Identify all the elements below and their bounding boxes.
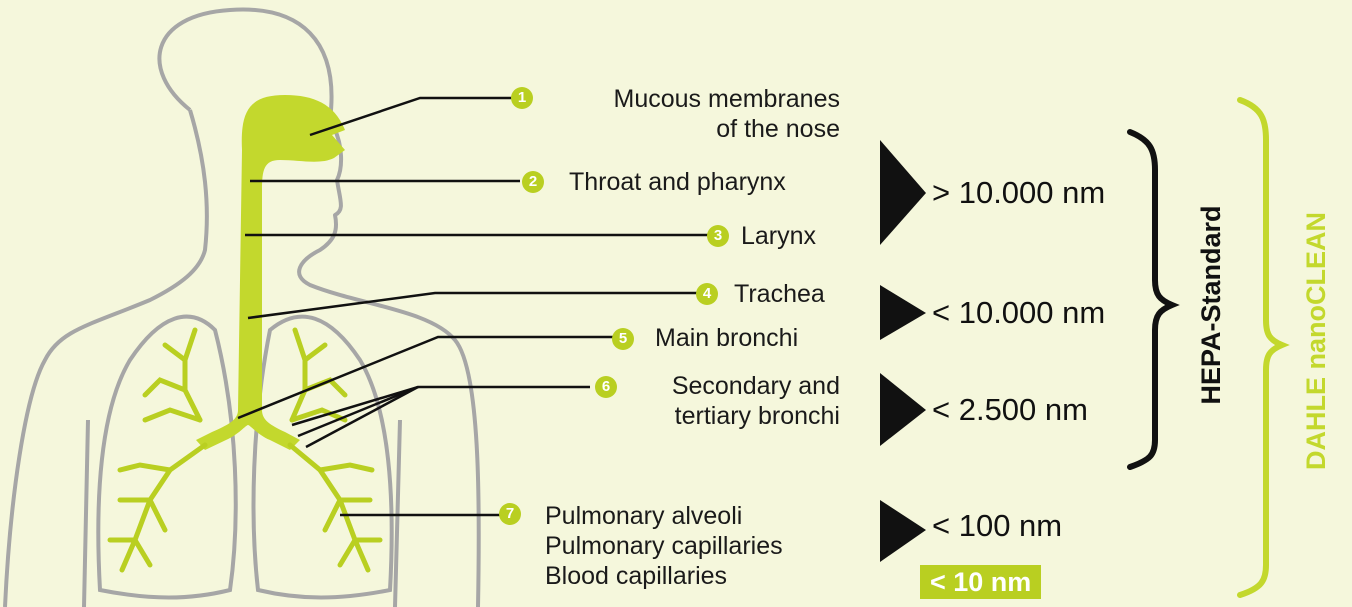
label-nose-line-2: of the nose: [540, 114, 840, 144]
label-bronchi-line-1: Secondary and: [540, 371, 840, 401]
size-arrows: [880, 140, 926, 562]
dahle-bracket: [1240, 100, 1282, 595]
label-number-1: 1: [511, 87, 533, 109]
label-number-2: 2: [522, 171, 544, 193]
arrow-3: [880, 373, 926, 446]
label-number-5: 5: [612, 328, 634, 350]
label-bronchi-line-2: tertiary bronchi: [540, 401, 840, 431]
label-number-3: 3: [707, 225, 729, 247]
size-label-2: < 10.000 nm: [932, 295, 1105, 331]
airway: [196, 95, 345, 450]
bronchi-left: [110, 330, 205, 570]
arrow-1: [880, 140, 926, 245]
size-label-4: < 100 nm: [932, 508, 1062, 544]
label-number-7: 7: [499, 503, 521, 525]
right-lung: [254, 317, 392, 598]
label-trachea: Trachea: [734, 279, 825, 309]
label-throat: Throat and pharynx: [569, 167, 786, 197]
label-alveoli-line-3: Blood capillaries: [545, 561, 783, 591]
highlight-size-badge: < 10 nm: [920, 565, 1041, 599]
size-label-3: < 2.500 nm: [932, 392, 1088, 428]
label-number-4: 4: [696, 283, 718, 305]
label-alveoli-line-2: Pulmonary capillaries: [545, 531, 783, 561]
arm-lines: [84, 420, 400, 607]
dahle-nanoclean-label: DAHLE nanoCLEAN: [1296, 220, 1336, 470]
left-lung: [98, 317, 235, 598]
hepa-bracket: [1130, 132, 1172, 467]
label-alveoli-line-1: Pulmonary alveoli: [545, 501, 783, 531]
hepa-standard-label: HEPA-Standard: [1191, 205, 1231, 405]
label-nose-line-1: Mucous membranes: [540, 84, 840, 114]
label-bronchi: Secondary and tertiary bronchi: [540, 371, 840, 431]
label-main-bronchi: Main bronchi: [655, 323, 798, 353]
label-alveoli: Pulmonary alveoli Pulmonary capillaries …: [545, 501, 783, 591]
size-label-1: > 10.000 nm: [932, 175, 1105, 211]
label-larynx: Larynx: [741, 221, 816, 251]
arrow-2: [880, 285, 926, 340]
label-nose: Mucous membranes of the nose: [540, 84, 840, 144]
arrow-4: [880, 500, 926, 562]
